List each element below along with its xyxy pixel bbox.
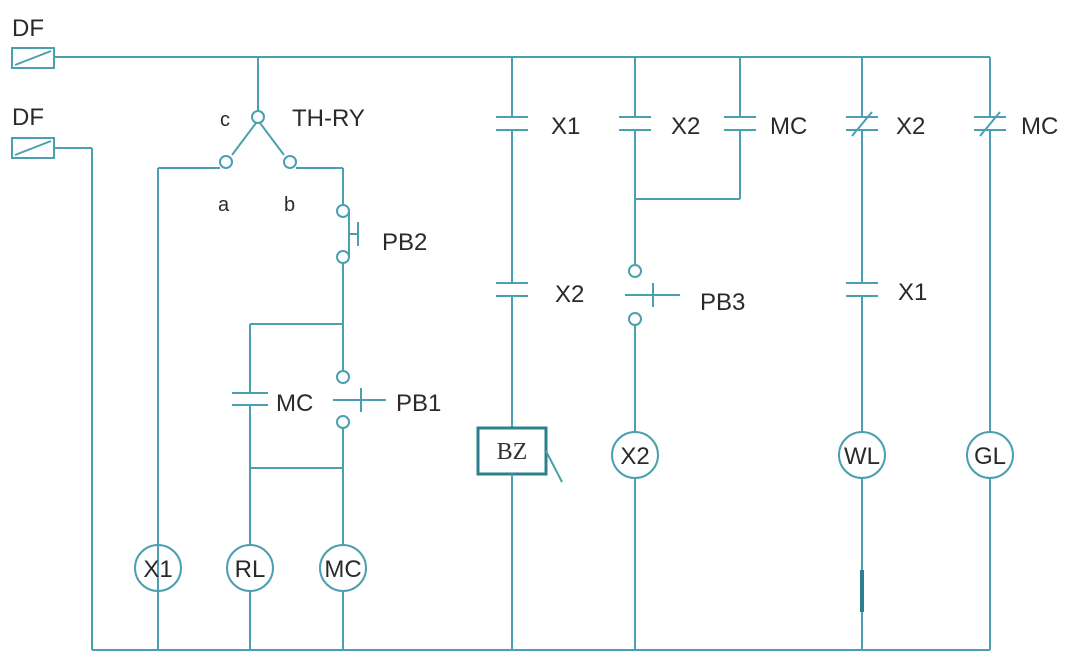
rl-coil-label: RL <box>235 556 266 583</box>
thry-label: TH-RY <box>292 105 365 132</box>
a-label: a <box>218 194 230 216</box>
x1-contact-wl-label: X1 <box>898 279 927 306</box>
df-bottom-label: DF <box>12 104 44 131</box>
x2-coil-label: X2 <box>620 443 649 470</box>
bz-label: BZ <box>497 439 528 465</box>
x2-contact-top-label: X2 <box>671 113 700 140</box>
pb3-label: PB3 <box>700 289 745 316</box>
df-top-label: DF <box>12 15 44 42</box>
pb2-label: PB2 <box>382 229 427 256</box>
mc-nc-label: MC <box>1021 113 1058 140</box>
x1-coil-label: X1 <box>143 556 172 583</box>
pb1-label: PB1 <box>396 390 441 417</box>
gl-lamp-label: GL <box>974 443 1006 470</box>
x1-contact-label: X1 <box>551 113 580 140</box>
mc-coil-label: MC <box>324 556 361 583</box>
b-label: b <box>284 194 295 216</box>
mc-contact-top-label: MC <box>770 113 807 140</box>
mc-contact-left-label: MC <box>276 390 313 417</box>
x2-nc-label: X2 <box>896 113 925 140</box>
x2-contact-label: X2 <box>555 281 584 308</box>
wl-lamp-label: WL <box>844 443 880 470</box>
wires <box>11 47 1014 651</box>
c-label: c <box>220 109 230 131</box>
